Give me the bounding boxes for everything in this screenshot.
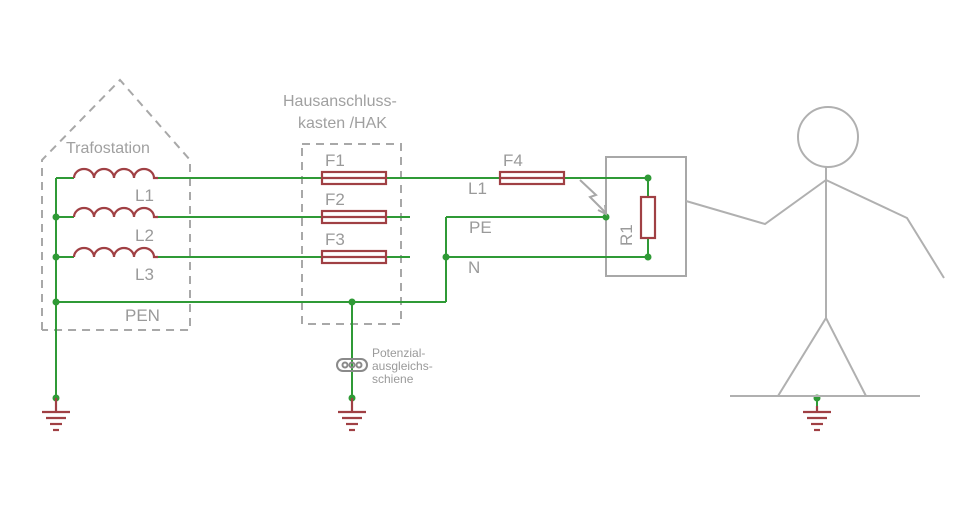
ground-hak-icon: [338, 398, 366, 432]
line-pe-label: PE: [469, 218, 492, 237]
pas-label-line2: ausgleichs-: [372, 359, 433, 373]
ground-person-icon: [803, 406, 831, 432]
hak-label-line1: Hausanschluss-: [283, 93, 397, 110]
fault-flash-icon: [579, 179, 608, 216]
fuse-f2-label: F2: [325, 190, 345, 209]
junction-dots: [52, 174, 821, 402]
pen-label: PEN: [125, 306, 160, 325]
winding-l3-icon: [72, 246, 158, 259]
fuse-f3-icon: [320, 249, 388, 265]
fuse-f2-icon: [320, 209, 388, 225]
winding-l2-label: L2: [135, 226, 154, 245]
fuses: [320, 170, 566, 265]
potential-equalization-bar-icon: [336, 358, 368, 372]
ground-symbols: [42, 398, 831, 432]
pas-label-line1: Potenzial-: [372, 346, 425, 360]
trafostation-label: Trafostation: [66, 140, 150, 157]
fuse-f1-label: F1: [325, 151, 345, 170]
wiring: [55, 177, 818, 410]
person-icon: [685, 106, 945, 397]
transformer-windings: [72, 167, 158, 259]
winding-l3-label: L3: [135, 265, 154, 284]
resistor-r1-label: R1: [617, 224, 636, 246]
fuse-f3-label: F3: [325, 230, 345, 249]
ground-trafo-icon: [42, 398, 70, 432]
fuse-f4-label: F4: [503, 151, 523, 170]
line-n-label: N: [468, 258, 480, 277]
fuse-f4-icon: [498, 170, 566, 186]
pas-label-line3: schiene: [372, 372, 414, 386]
hak-label-line2: kasten /HAK: [298, 115, 387, 132]
winding-l1-label: L1: [135, 186, 154, 205]
winding-l1-icon: [72, 167, 158, 180]
winding-l2-icon: [72, 206, 158, 219]
line-l1-label: L1: [468, 179, 487, 198]
resistor-r1-icon: [639, 195, 657, 240]
trafostation-outline: [41, 78, 191, 331]
fuse-f1-icon: [320, 170, 388, 186]
